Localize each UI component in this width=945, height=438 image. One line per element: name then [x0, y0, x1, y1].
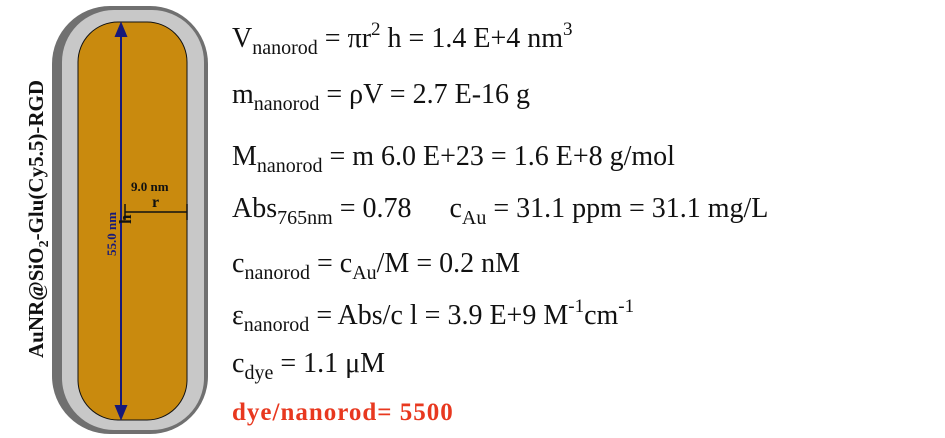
radius-symbol: r — [152, 194, 159, 211]
length-symbol: h — [116, 214, 135, 224]
mass-equation: mnanorod = ρV = 2.7 E-16 g — [232, 79, 531, 115]
extinction-equation: εnanorod = Abs/c l = 3.9 E+9 M-1cm-1 — [232, 296, 635, 336]
absorbance-equation: Abs765nm = 0.78 — [232, 193, 412, 229]
dye-concentration-equation: cdye = 1.1 μM — [232, 348, 386, 384]
gold-core — [77, 21, 188, 421]
sample-name-label: AuNR@SiO2-Glu(Cy5.5)-RGD — [24, 80, 52, 358]
length-label: 55.0 nm — [104, 212, 119, 256]
radius-marker — [124, 204, 188, 220]
gold-concentration-equation: cAu = 31.1 ppm = 31.1 mg/L — [449, 193, 769, 229]
absorbance-gold-line: Abs765nm = 0.78 cAu = 31.1 ppm = 31.1 mg/… — [232, 192, 769, 229]
length-arrow — [114, 21, 128, 421]
nanorod-diagram: 55.0 nm h 9.0 nm r — [52, 6, 208, 434]
radius-label: 9.0 nm — [131, 179, 169, 194]
dye-nanorod-ratio: dye/nanorod= 5500 — [232, 399, 454, 426]
volume-equation: Vnanorod = πr2 h = 1.4 E+4 nm3 — [232, 19, 573, 59]
rod-concentration-equation: cnanorod = cAu/M = 0.2 nM — [232, 248, 521, 284]
molar-mass-equation: Mnanorod = m 6.0 E+23 = 1.6 E+8 g/mol — [232, 141, 675, 177]
